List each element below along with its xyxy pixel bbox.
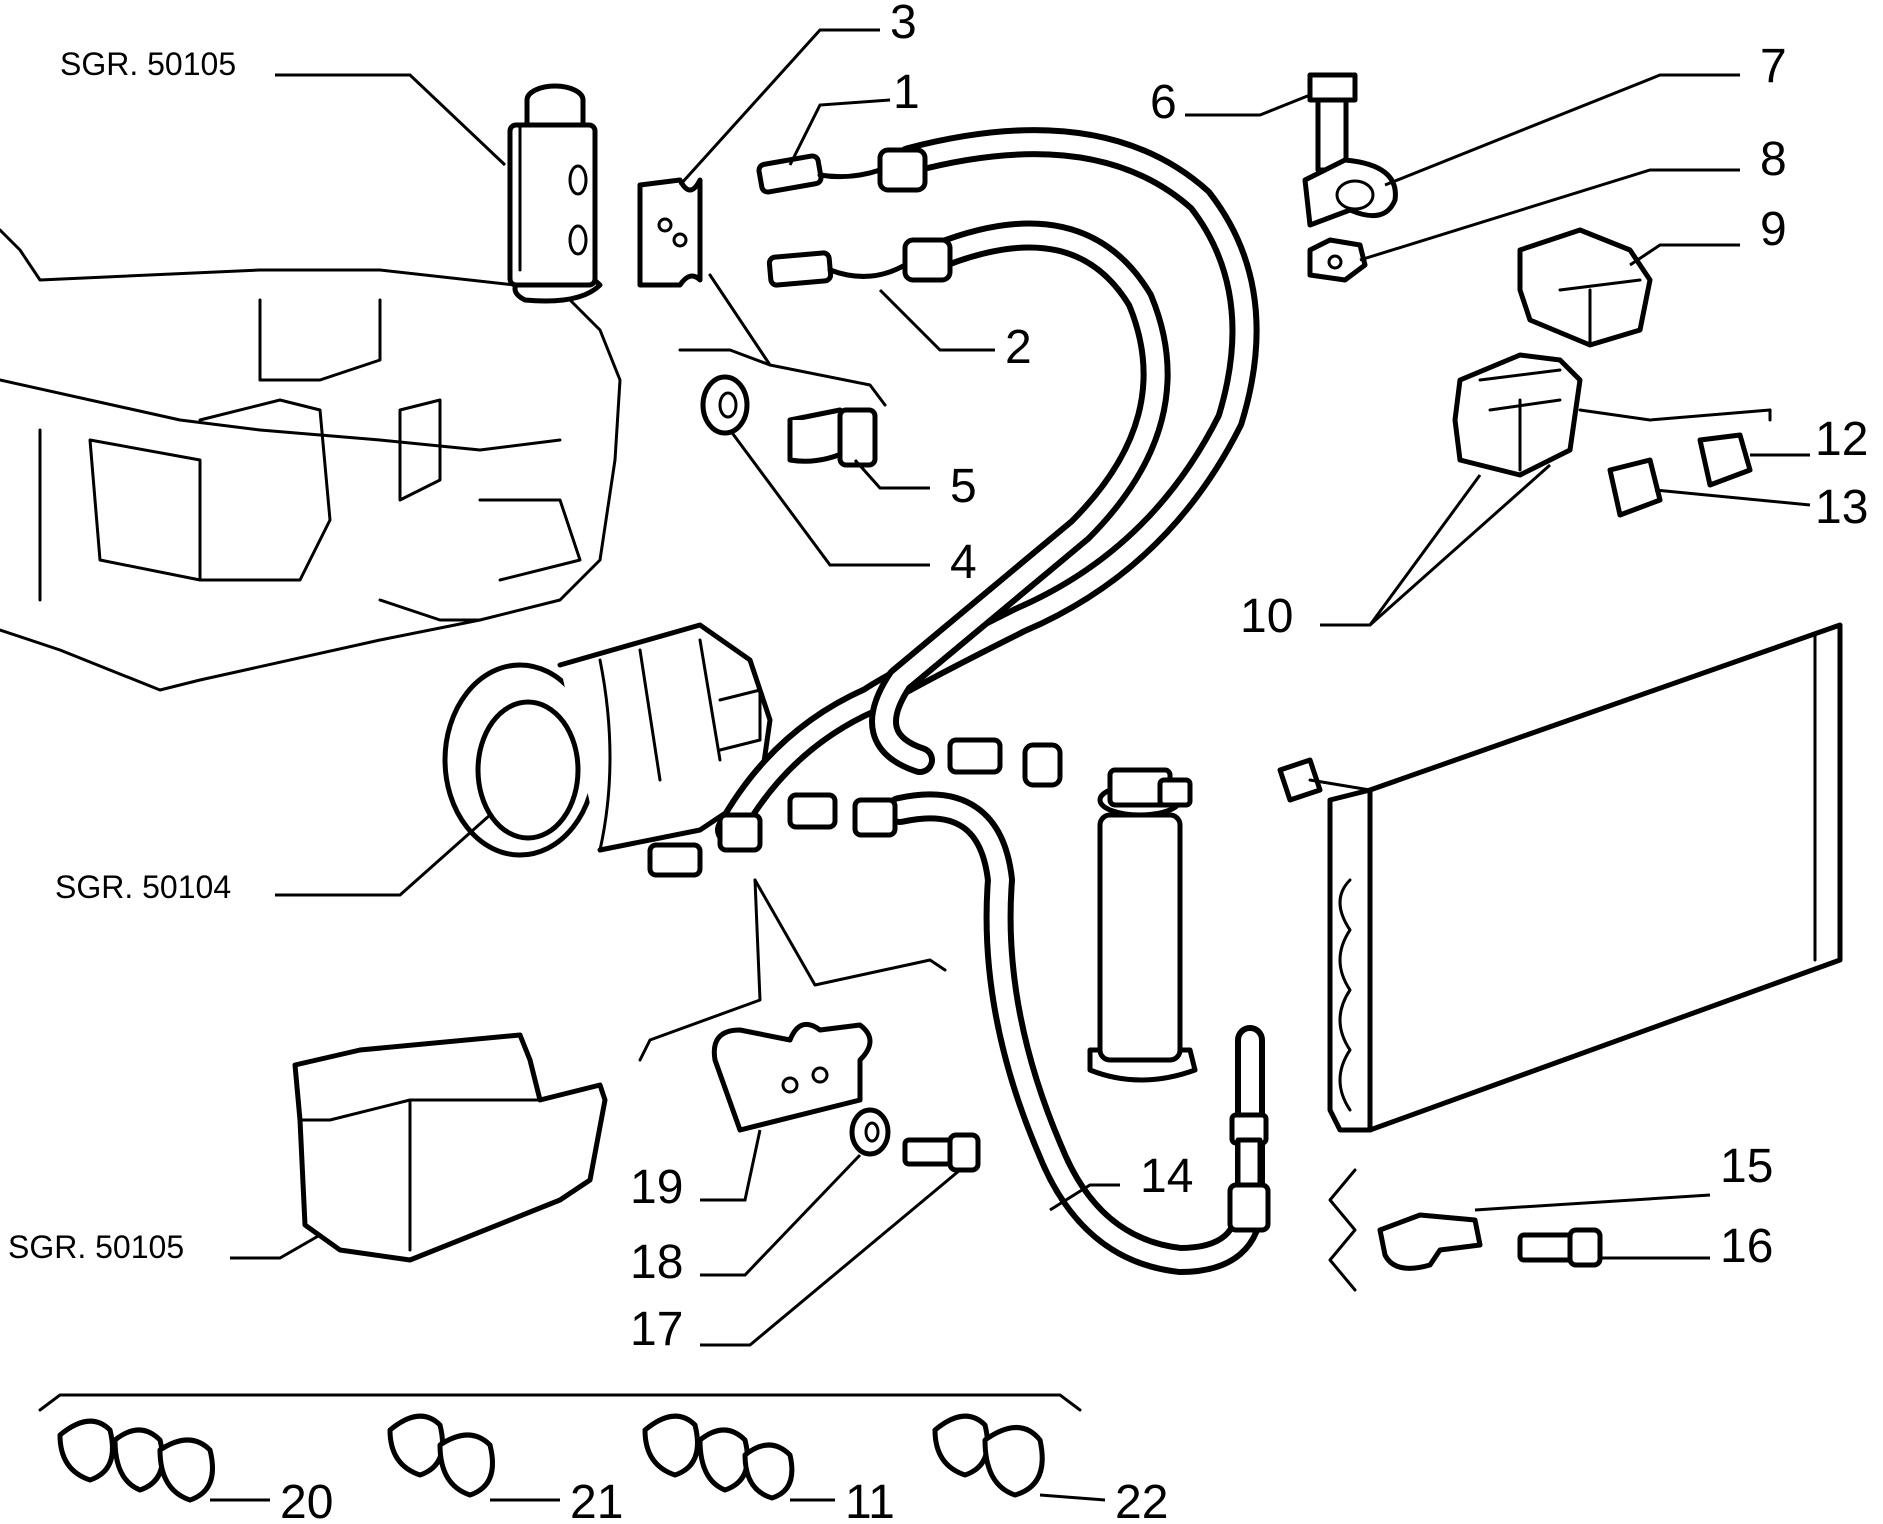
part-15-clamp (1377, 1212, 1483, 1271)
part-6-bolt (1307, 72, 1358, 173)
part-13-fuse (1607, 457, 1663, 518)
part-2-hose-fitting (766, 237, 953, 288)
callout-14: 14 (1140, 1150, 1193, 1203)
part-8-nut (1307, 237, 1368, 283)
callout-16: 16 (1720, 1220, 1773, 1273)
engine-block (0, 228, 622, 692)
assembly-guides (638, 273, 1772, 1292)
callout-6: 6 (1150, 76, 1177, 129)
clip-group-bracket (38, 1393, 1082, 1412)
callout-17: 17 (630, 1303, 683, 1356)
hose-fittings-lower (647, 737, 1063, 878)
compressor (442, 622, 773, 858)
callout-numbers: 1 2 3 4 5 6 7 8 9 10 11 12 13 14 15 16 1… (280, 0, 1868, 1524)
cover-housing (292, 1032, 608, 1263)
callout-8: 8 (1760, 133, 1787, 186)
callout-12: 12 (1815, 413, 1868, 466)
part-19-bracket (711, 1021, 873, 1133)
ref-label-top: SGR. 50105 (60, 46, 236, 82)
callout-9: 9 (1760, 203, 1787, 256)
ref-label-compressor: SGR. 50104 (55, 869, 231, 905)
callout-4: 4 (950, 536, 977, 589)
part-22-clips (932, 1413, 1045, 1498)
condenser (1277, 622, 1843, 1133)
callout-15: 15 (1720, 1140, 1773, 1193)
part-20-clips (57, 1418, 215, 1503)
part-11-clips (642, 1413, 795, 1501)
callout-13: 13 (1815, 481, 1868, 534)
callout-2: 2 (1005, 321, 1032, 374)
pressure-valve (507, 83, 603, 304)
part-9-relay-cover (1517, 227, 1653, 348)
callout-5: 5 (950, 460, 977, 513)
leader-lines (210, 28, 1811, 1502)
part-12-fuse (1697, 432, 1753, 488)
part-18-washer (849, 1107, 891, 1157)
callout-7: 7 (1760, 40, 1787, 93)
part-3-bracket (637, 177, 703, 288)
part-4-washer (700, 374, 750, 436)
ref-label-bottom: SGR. 50105 (8, 1229, 184, 1265)
part-16-bolt (1517, 1227, 1603, 1268)
callout-19: 19 (630, 1161, 683, 1214)
part-21-clips (387, 1413, 495, 1498)
part-7-clamp (1302, 157, 1398, 228)
part-14-fitting (1227, 1112, 1271, 1233)
receiver-drier (1087, 767, 1198, 1083)
callout-21: 21 (570, 1476, 623, 1524)
callout-22: 22 (1115, 1476, 1168, 1524)
callout-11: 11 (845, 1476, 895, 1524)
callout-1: 1 (893, 66, 920, 119)
hoses (715, 127, 1265, 1275)
part-5-bolt (787, 407, 878, 468)
callout-10: 10 (1240, 590, 1293, 643)
part-1-hose-fitting (756, 147, 928, 195)
callout-18: 18 (630, 1236, 683, 1289)
callout-20: 20 (280, 1476, 333, 1524)
reference-labels: SGR. 50105 SGR. 50104 SGR. 50105 (8, 46, 236, 1265)
part-10-relay-block (1452, 352, 1583, 478)
part-17-bolt (902, 1132, 981, 1173)
callout-3: 3 (890, 0, 917, 49)
